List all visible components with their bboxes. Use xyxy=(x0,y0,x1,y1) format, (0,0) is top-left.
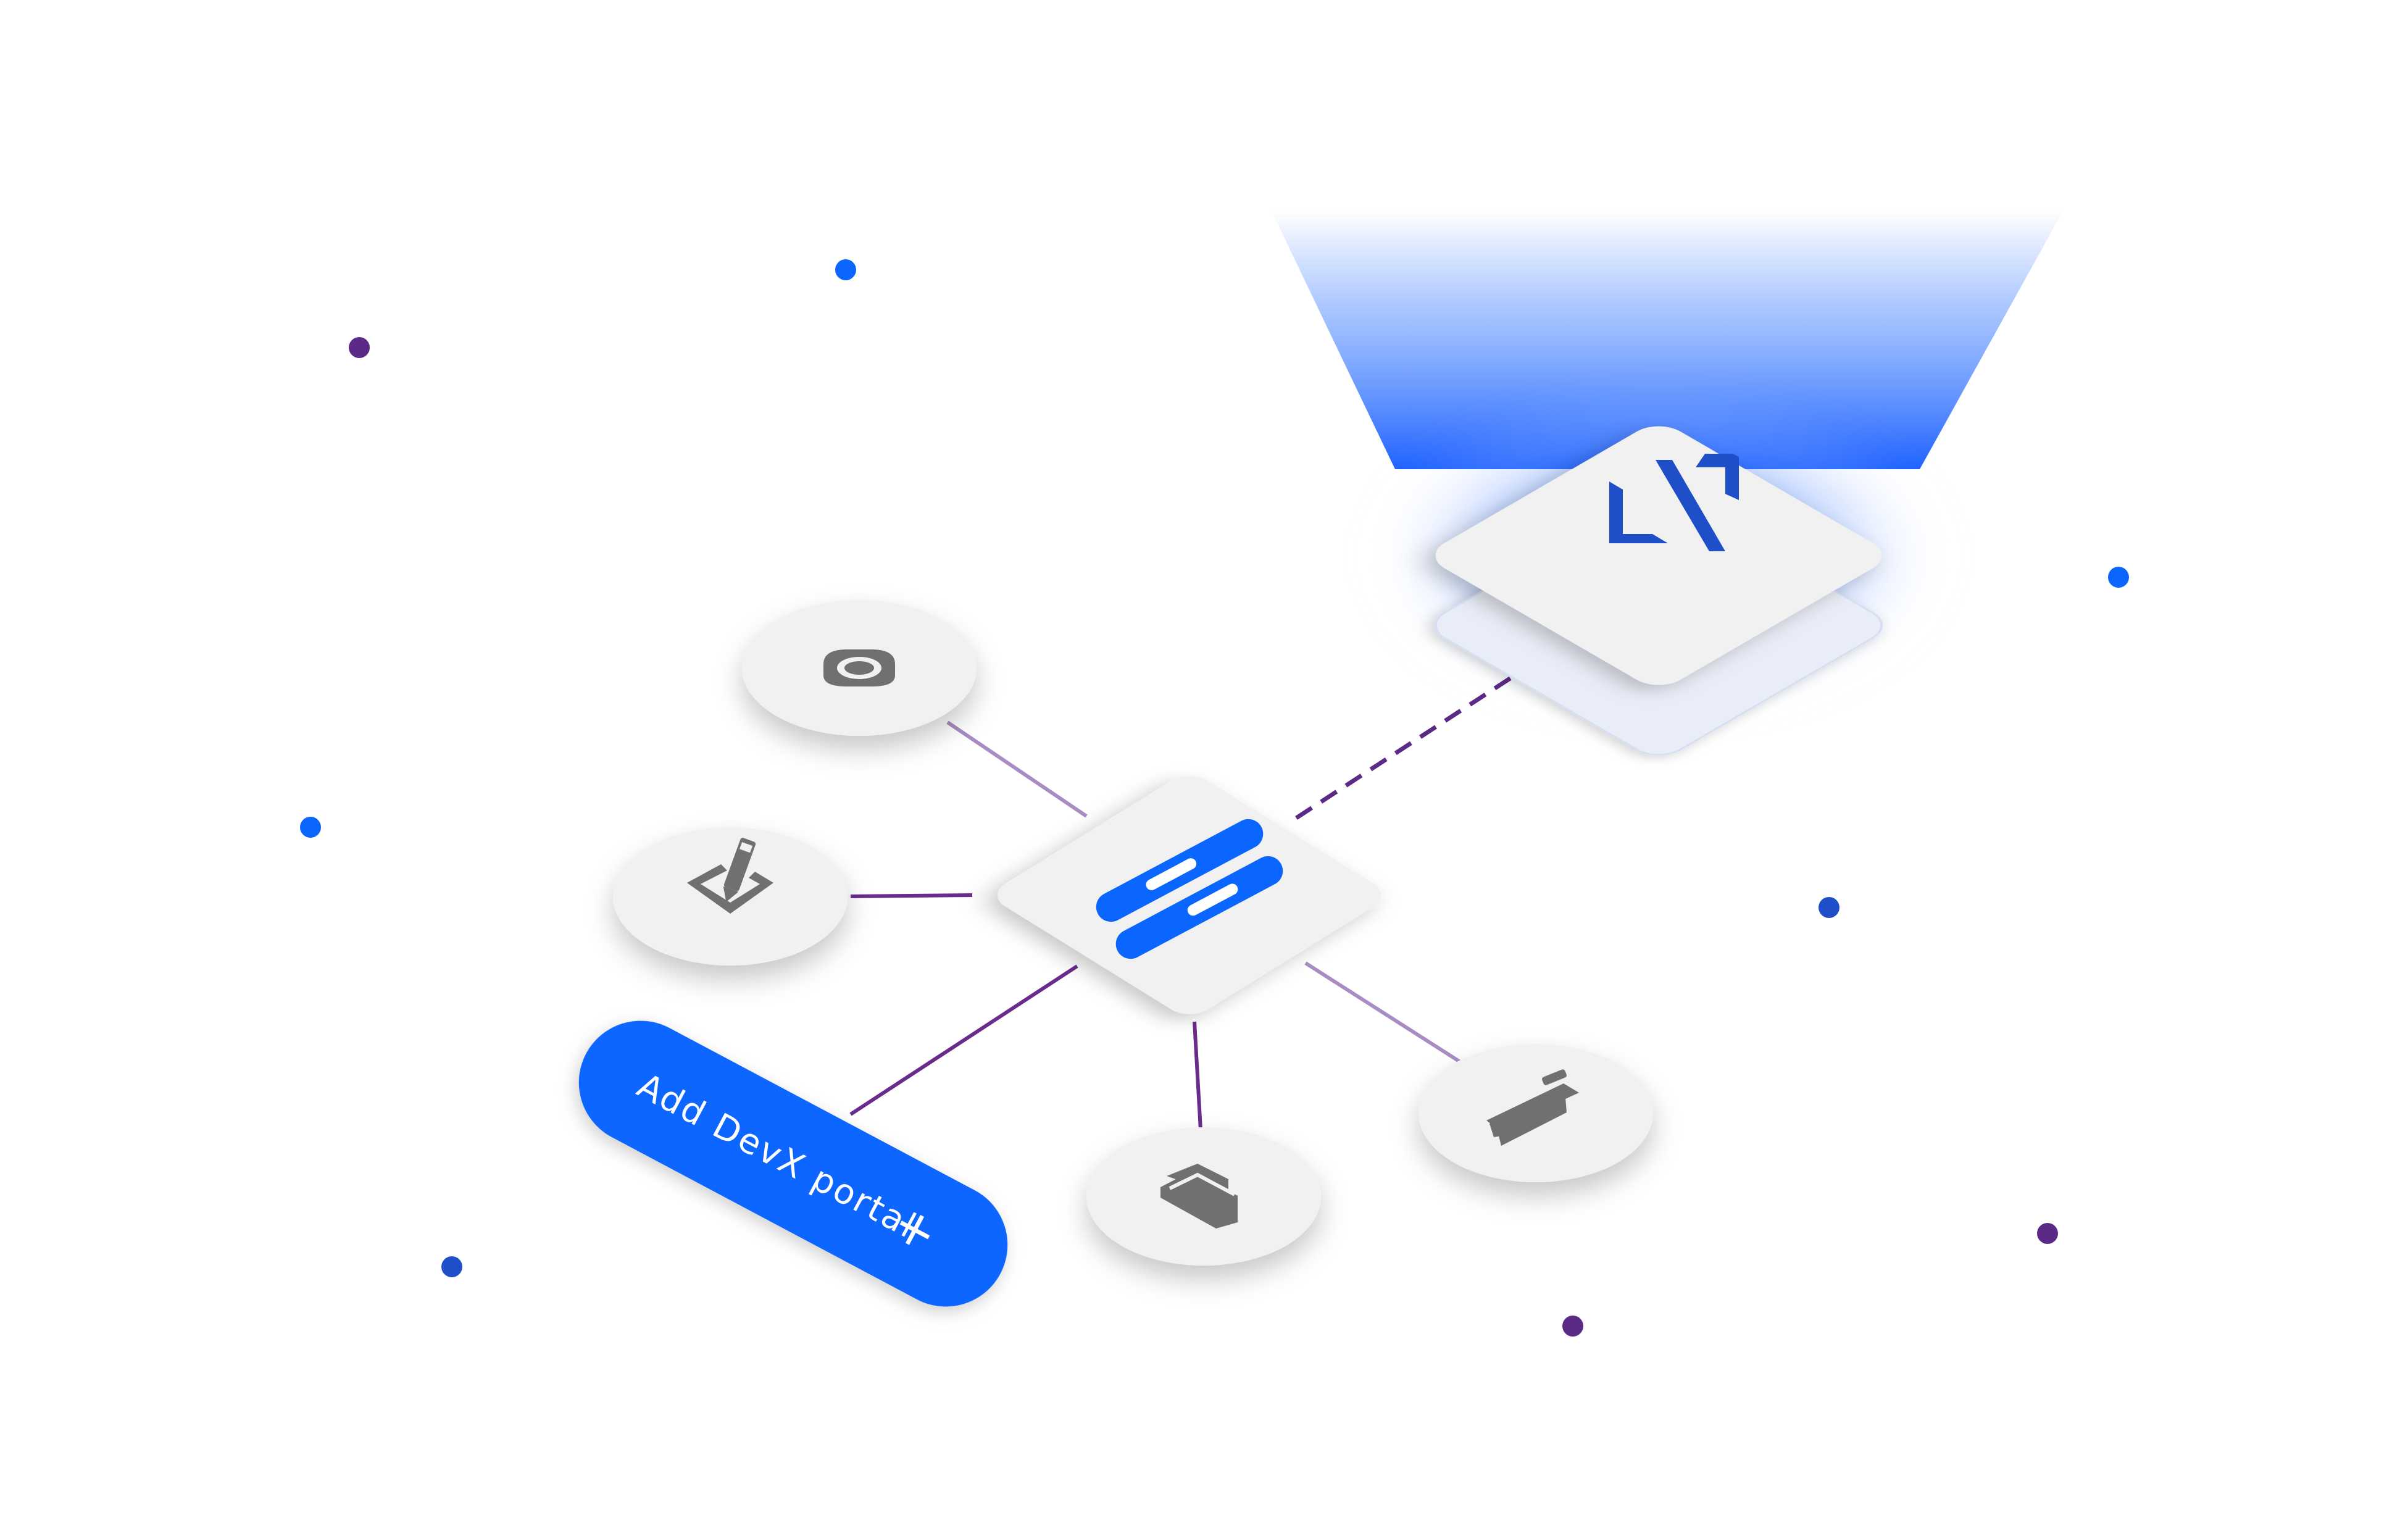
decor-dot xyxy=(1562,1316,1583,1337)
connector-trash xyxy=(1304,961,1464,1066)
decor-dot xyxy=(300,817,321,838)
code-brackets-icon xyxy=(1609,454,1739,551)
connector-folder xyxy=(1193,1021,1202,1130)
decor-dot xyxy=(2037,1223,2058,1244)
decor-dot xyxy=(1818,897,1839,918)
eye-icon xyxy=(823,649,895,686)
connector-code-platform xyxy=(1295,671,1520,820)
add-devx-portal-button[interactable]: Add DevX portal + xyxy=(557,999,1030,1328)
dashboard-panels-icon xyxy=(1096,819,1283,959)
trash-node[interactable] xyxy=(1419,1044,1653,1182)
decor-dot xyxy=(835,259,856,280)
pencil-download-icon xyxy=(687,838,773,914)
hub-node[interactable] xyxy=(987,770,1392,1021)
connectors xyxy=(849,671,1520,1130)
eye-node[interactable] xyxy=(742,600,977,736)
pencil-node[interactable] xyxy=(613,827,848,966)
decor-dot xyxy=(349,337,370,358)
code-platform[interactable] xyxy=(1423,419,1894,762)
connector-eye xyxy=(946,720,1088,818)
folder-node[interactable] xyxy=(1086,1127,1321,1266)
code-platform-upper-layer xyxy=(1435,426,1882,685)
light-beam xyxy=(1272,211,2063,469)
decor-dot xyxy=(441,1256,462,1277)
decor-dot xyxy=(2108,567,2129,588)
decorative-dots xyxy=(300,259,2129,1337)
folder-icon xyxy=(1160,1164,1238,1229)
connector-pencil xyxy=(850,893,973,898)
add-button-shadow xyxy=(578,1020,1008,1307)
connector-add-button xyxy=(849,964,1078,1116)
trash-can-icon xyxy=(1486,1069,1579,1146)
hub-diamond xyxy=(998,776,1381,1014)
